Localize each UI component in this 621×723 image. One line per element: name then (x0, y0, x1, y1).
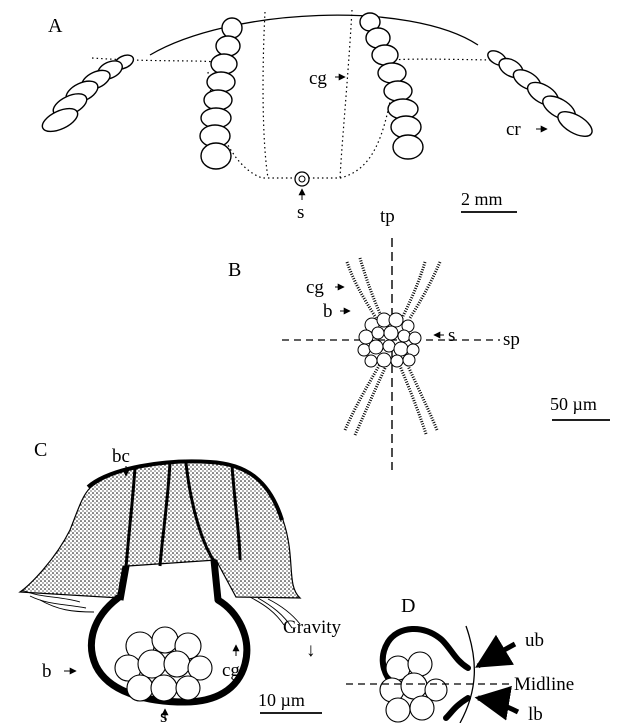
antenna-right-outer (485, 48, 596, 141)
antenna-right-inner (360, 13, 423, 159)
antenna-left-inner (200, 18, 242, 169)
label-tp-b: tp (380, 206, 395, 227)
gravity-arrow-icon: ↓ (306, 640, 316, 661)
label-cg-b: cg (306, 277, 324, 298)
label-cg-c: cg (222, 660, 240, 681)
label-cg-a: cg (309, 68, 327, 89)
label-b-b: b (323, 301, 333, 322)
label-lb: lb (528, 704, 543, 723)
head-outline (150, 15, 478, 55)
label-sp-b: sp (503, 329, 520, 350)
label-s-a: s (297, 202, 304, 223)
head-dotted-outline (92, 58, 500, 178)
statolith-cluster-c (115, 627, 212, 701)
label-b-c: b (42, 661, 52, 682)
body-wall (460, 626, 474, 723)
panel-a: A (39, 10, 596, 223)
lb-arrow-icon (478, 698, 518, 712)
panel-c-letter: C (34, 439, 47, 461)
label-cr-a: cr (506, 119, 521, 140)
label-bc-c: bc (112, 446, 130, 467)
label-midline: Midline (514, 674, 574, 695)
scale-label-c: 10 µm (258, 690, 305, 710)
label-ub: ub (525, 630, 544, 651)
statolith-cluster-d (380, 652, 447, 722)
panel-d: D Gravity ↓ ub Midline lb (283, 595, 574, 723)
label-s-b: s (448, 325, 455, 346)
panel-b: B tp cg b s sp 50 µm (228, 206, 610, 470)
ub-arrow-icon (478, 644, 515, 666)
statocyst-a (295, 172, 309, 186)
panel-d-letter: D (401, 595, 415, 617)
label-s-c: s (160, 706, 167, 723)
antenna-left-outer (39, 52, 136, 136)
scale-label-b: 50 µm (550, 394, 597, 414)
label-gravity: Gravity (283, 617, 342, 638)
panel-c: C bc b cg s (20, 439, 322, 723)
inner-dotted-lines (263, 10, 352, 178)
statolith-cluster-b (358, 313, 421, 367)
panel-b-letter: B (228, 259, 241, 281)
panel-a-letter: A (48, 15, 63, 37)
scale-label-a: 2 mm (461, 189, 503, 209)
